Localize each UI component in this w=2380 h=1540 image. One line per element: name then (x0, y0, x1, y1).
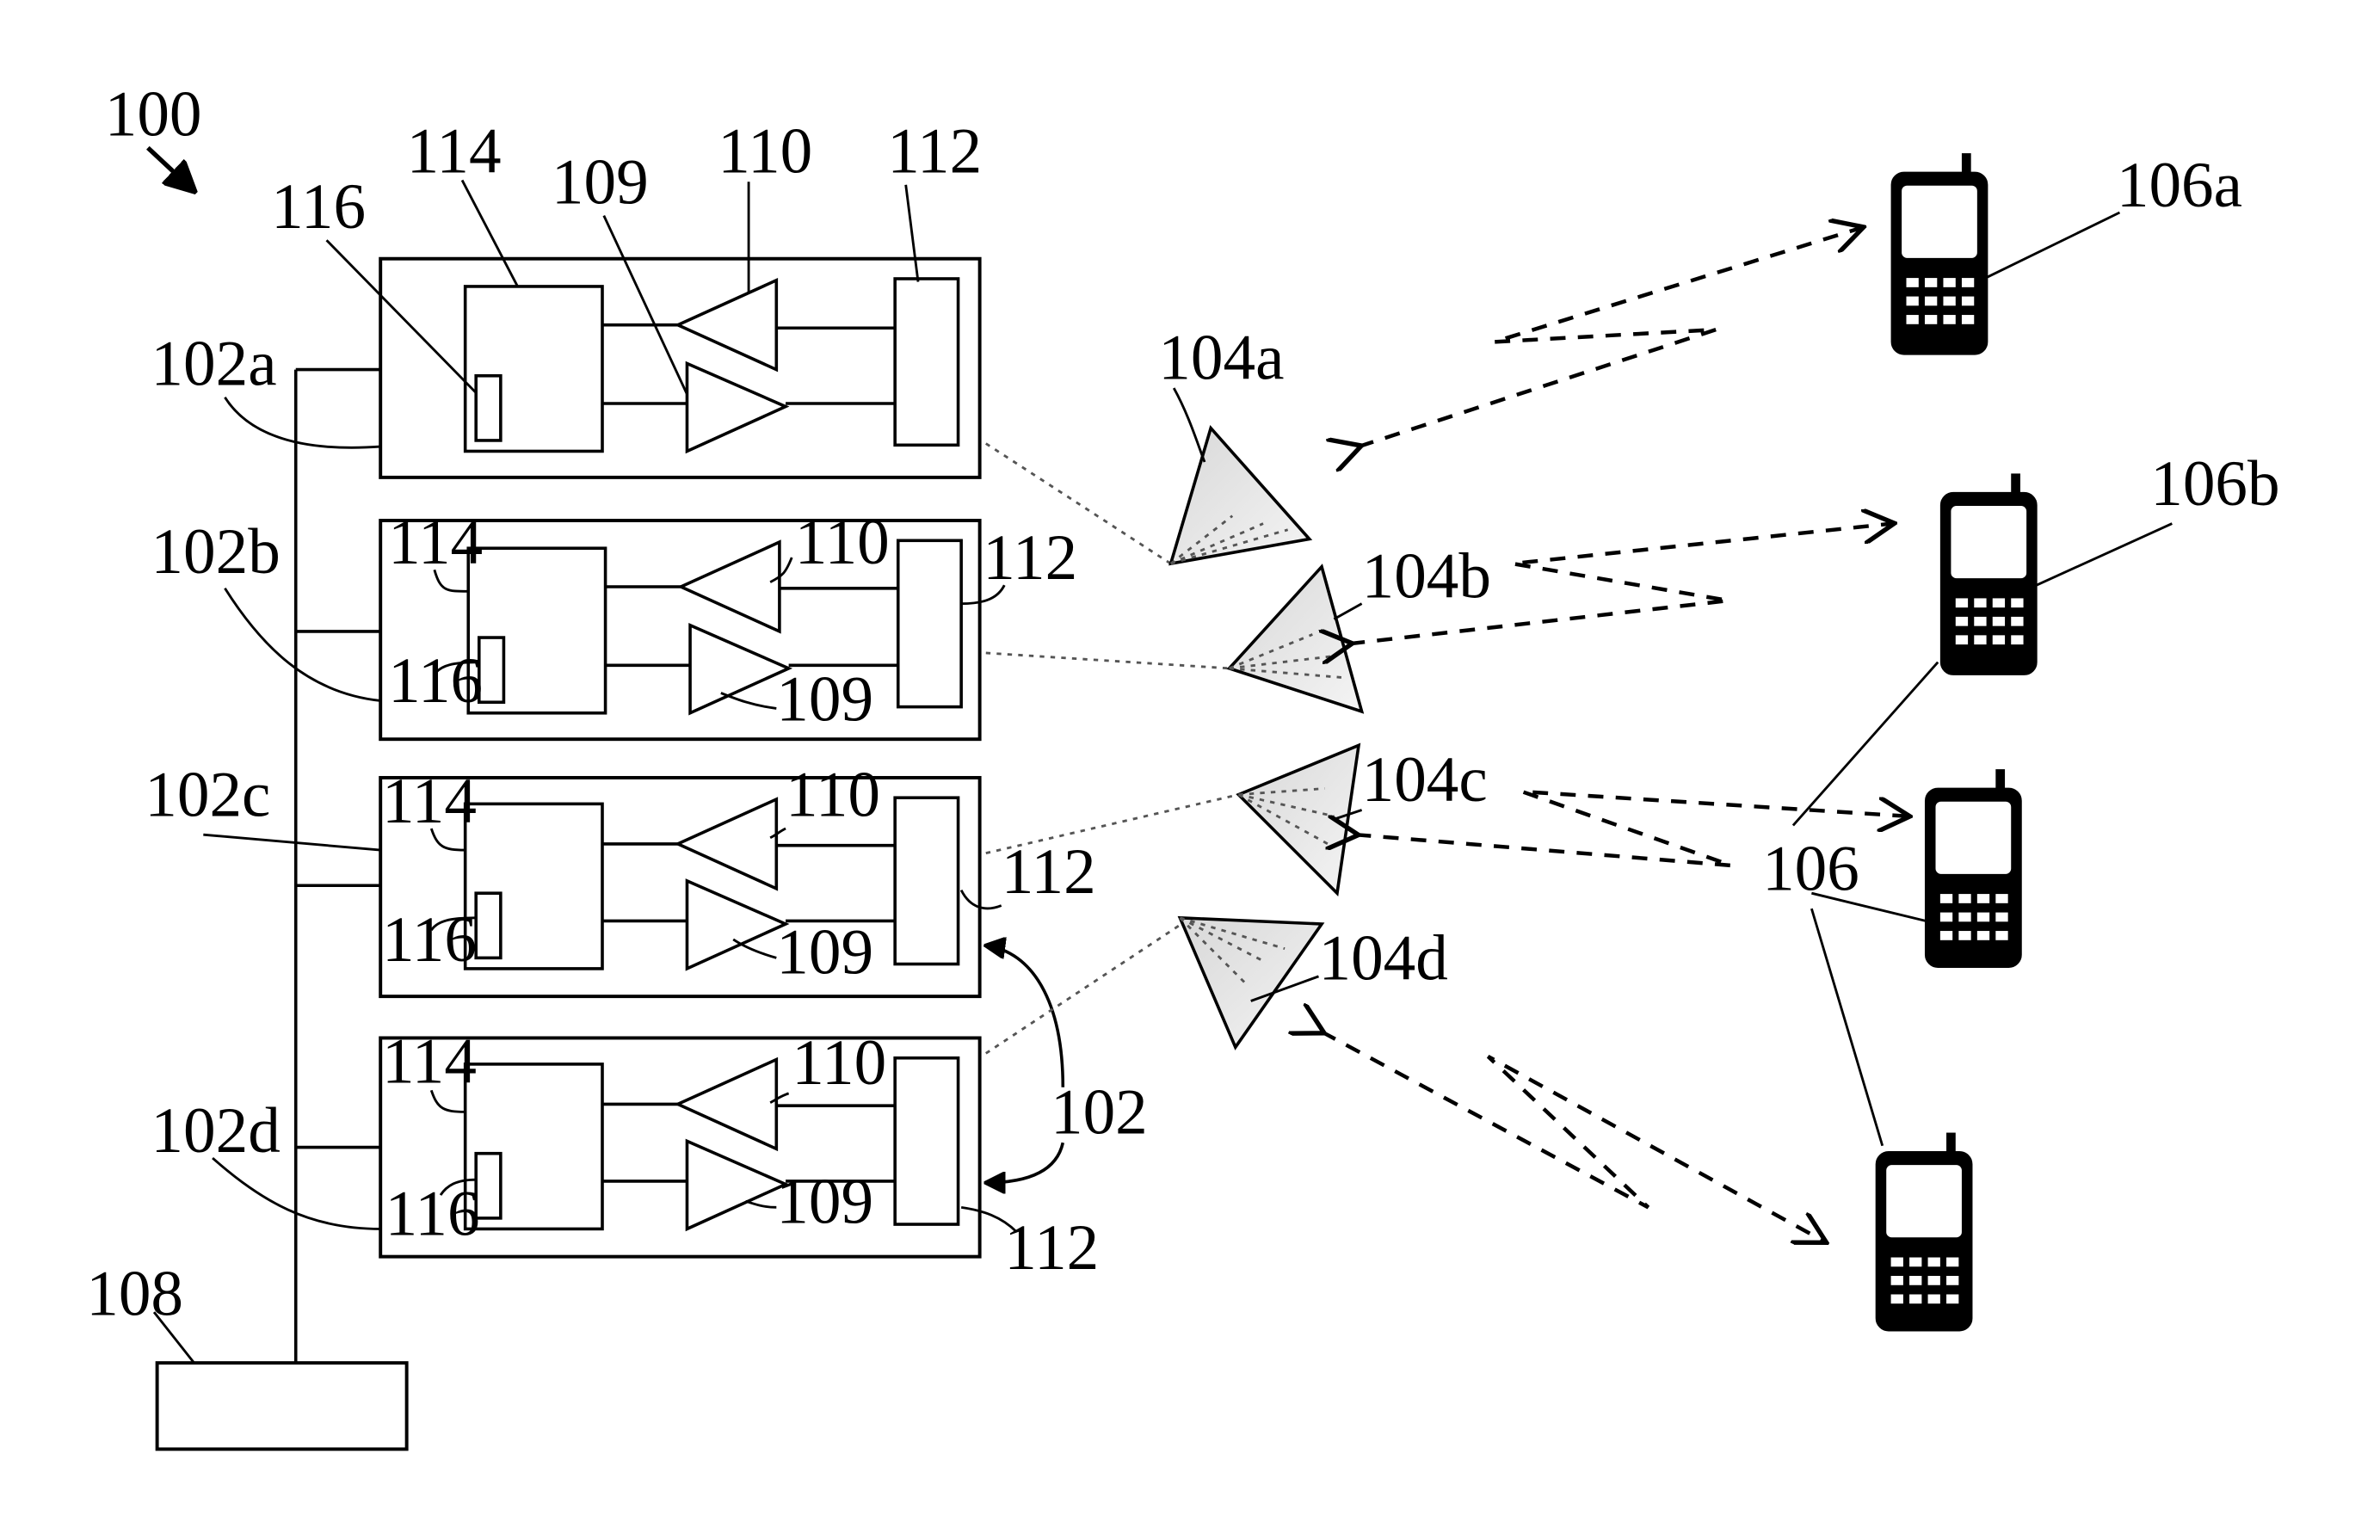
leader-106-to-b (1793, 662, 1938, 826)
phone-c-icon (1926, 770, 2021, 967)
unit-a (380, 259, 979, 477)
unit-a-label-112: 112 (887, 115, 982, 187)
unit-b-label-116: 116 (388, 645, 483, 717)
label-104a: 104a (1158, 322, 1284, 393)
unit-c-label-112: 112 (1002, 836, 1096, 908)
leader-106a (1987, 213, 2119, 277)
unit-a-frame (380, 259, 979, 477)
unit-d-duplexer (895, 1058, 958, 1224)
unit-b-processor (468, 548, 605, 713)
unit-c-duplexer (895, 798, 958, 964)
unit-b-label-114: 114 (388, 507, 483, 578)
unit-d-processor (466, 1064, 602, 1229)
unit-c-leader-109 (733, 939, 776, 958)
antenna-b (1230, 567, 1362, 711)
label-106a: 106a (2117, 150, 2242, 221)
leader-102b (225, 588, 380, 701)
unit-b-label-109: 109 (776, 664, 873, 736)
label-102b: 102b (151, 516, 280, 588)
unit-d-label-112: 112 (1004, 1212, 1099, 1284)
arrow-102-to-unit-d (986, 1143, 1064, 1183)
phone-b-icon (1941, 474, 2037, 675)
unit-a-duplexer (895, 279, 958, 445)
leader-106-to-d (1811, 909, 1882, 1146)
leader-104b (1334, 604, 1361, 619)
unit-b-label-110: 110 (795, 507, 890, 578)
unit-d-tx-amp (687, 1141, 786, 1229)
label-102c: 102c (145, 760, 270, 831)
label-102a: 102a (151, 329, 276, 400)
unit-d-leader-109 (746, 1201, 777, 1207)
unit-b-leader-109 (721, 693, 776, 709)
label-100: 100 (105, 79, 202, 151)
leader-104a (1174, 388, 1205, 462)
controller-box (157, 1363, 407, 1449)
unit-a-label-114: 114 (407, 115, 502, 187)
unit-c-memory (476, 893, 501, 958)
leader-102c (203, 835, 380, 850)
leader-102a (225, 397, 380, 447)
unit-b-rx-amp (681, 542, 780, 631)
unit-b-duplexer (898, 540, 961, 706)
unit-d-label-114: 114 (382, 1026, 477, 1097)
system-arrow (148, 148, 194, 191)
label-108: 108 (86, 1259, 183, 1330)
label-106: 106 (1762, 834, 1859, 905)
unit-d-rx-amp (678, 1060, 777, 1149)
unit-a-leader-112 (906, 185, 918, 282)
unit-d-label-110: 110 (792, 1027, 886, 1099)
antenna-c (1238, 745, 1359, 893)
feed-b (986, 653, 1230, 668)
unit-a-label-116: 116 (271, 171, 366, 243)
leader-106b (2037, 524, 2173, 586)
label-106b: 106b (2150, 448, 2279, 520)
unit-a-tx-amp (687, 363, 786, 451)
phone-d-icon (1877, 1133, 1972, 1330)
wireless-link-a (1359, 228, 1861, 447)
unit-a-leader-109 (604, 216, 687, 395)
label-104b: 104b (1362, 541, 1491, 613)
feed-d (986, 921, 1187, 1053)
unit-c-label-109: 109 (776, 916, 873, 988)
unit-c-rx-amp (678, 799, 777, 889)
unit-a-leader-114 (462, 180, 517, 286)
unit-a-processor (466, 286, 602, 452)
unit-a-rx-amp (678, 280, 777, 370)
unit-d-label-109: 109 (776, 1166, 873, 1237)
unit-b-label-112: 112 (983, 522, 1077, 594)
unit-a-label-110: 110 (718, 115, 812, 187)
label-104d: 104d (1318, 922, 1447, 994)
label-102: 102 (1051, 1076, 1148, 1148)
antenna-a (1171, 428, 1310, 564)
wireless-link-d (1322, 1032, 1824, 1241)
unit-c-label-114: 114 (382, 766, 477, 837)
phone-a-icon (1891, 154, 1987, 354)
unit-a-memory (476, 376, 501, 440)
leader-106-to-c (1811, 893, 1925, 921)
unit-c-processor (466, 804, 602, 969)
arrow-102-to-unit-c (986, 946, 1064, 1087)
unit-d-label-116: 116 (385, 1179, 480, 1250)
unit-c-label-116: 116 (382, 904, 477, 976)
label-102d: 102d (151, 1095, 280, 1167)
label-104c: 104c (1362, 744, 1488, 816)
unit-a-label-109: 109 (552, 146, 649, 218)
unit-c-label-110: 110 (786, 760, 880, 831)
